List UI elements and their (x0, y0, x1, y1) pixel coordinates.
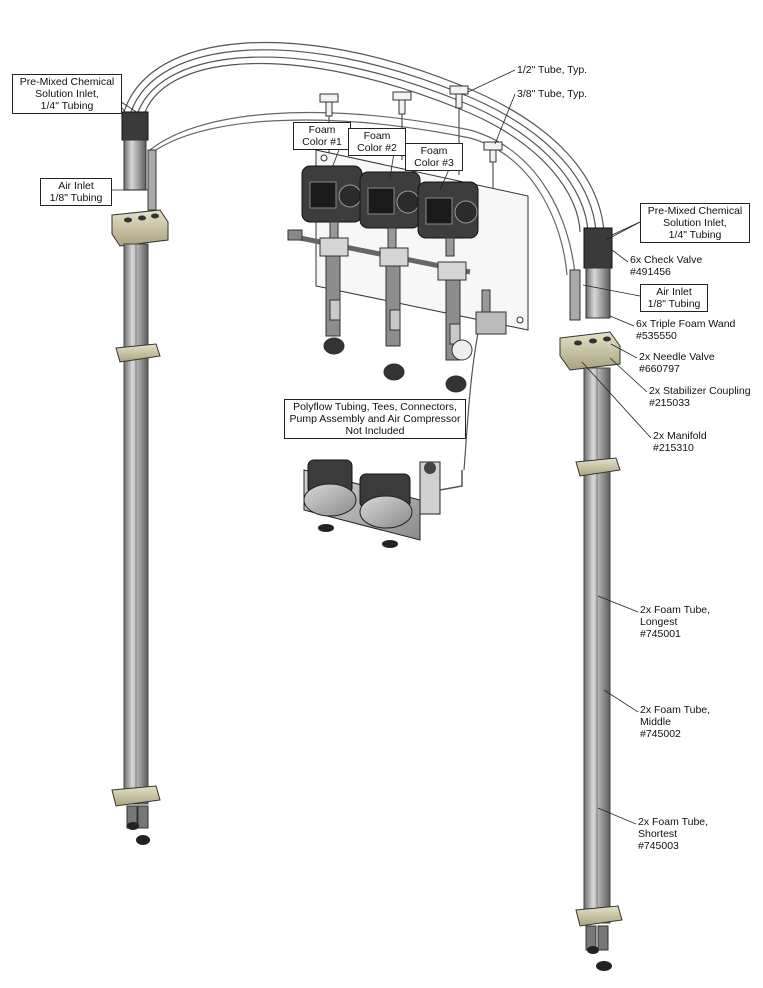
right-column (559, 227, 623, 971)
label-foam-tube-longest: 2x Foam Tube, Longest #745001 (640, 604, 711, 640)
label-foam-color-2: Foam Color #2 (348, 128, 406, 156)
label-three-eighth-tube: 3/8" Tube, Typ. (517, 88, 588, 100)
label-needle-valve: 2x Needle Valve #660797 (639, 351, 715, 375)
solution-tubing-arches (123, 41, 605, 276)
label-check-valve: 6x Check Valve #491456 (630, 254, 703, 278)
label-foam-tube-shortest: 2x Foam Tube, Shortest #745003 (638, 816, 709, 852)
label-half-inch-tube: 1/2" Tube, Typ. (517, 64, 588, 76)
label-pre-mixed-inlet-right: Pre-Mixed Chemical Solution Inlet, 1/4" … (640, 203, 750, 243)
label-pre-mixed-inlet-left: Pre-Mixed Chemical Solution Inlet, 1/4" … (12, 74, 122, 114)
label-foam-tube-middle: 2x Foam Tube, Middle #745002 (640, 704, 711, 740)
hanging-wands (323, 255, 467, 393)
label-not-included-note: Polyflow Tubing, Tees, Connectors, Pump … (284, 399, 466, 439)
foam-pumps (301, 165, 479, 257)
label-foam-color-3: Foam Color #3 (405, 143, 463, 171)
label-air-inlet-left: Air Inlet 1/8" Tubing (40, 178, 112, 206)
label-stabilizer-coupling: 2x Stabilizer Coupling #215033 (649, 385, 751, 409)
air-compressor (303, 459, 463, 548)
label-air-inlet-right: Air Inlet 1/8" Tubing (640, 284, 708, 312)
left-column (111, 111, 169, 845)
label-foam-color-1: Foam Color #1 (293, 122, 351, 150)
regulator-gauge (451, 289, 507, 361)
label-manifold: 2x Manifold #215310 (653, 430, 707, 454)
label-triple-foam-wand: 6x Triple Foam Wand #535550 (636, 318, 736, 342)
leader-lines (108, 69, 652, 825)
